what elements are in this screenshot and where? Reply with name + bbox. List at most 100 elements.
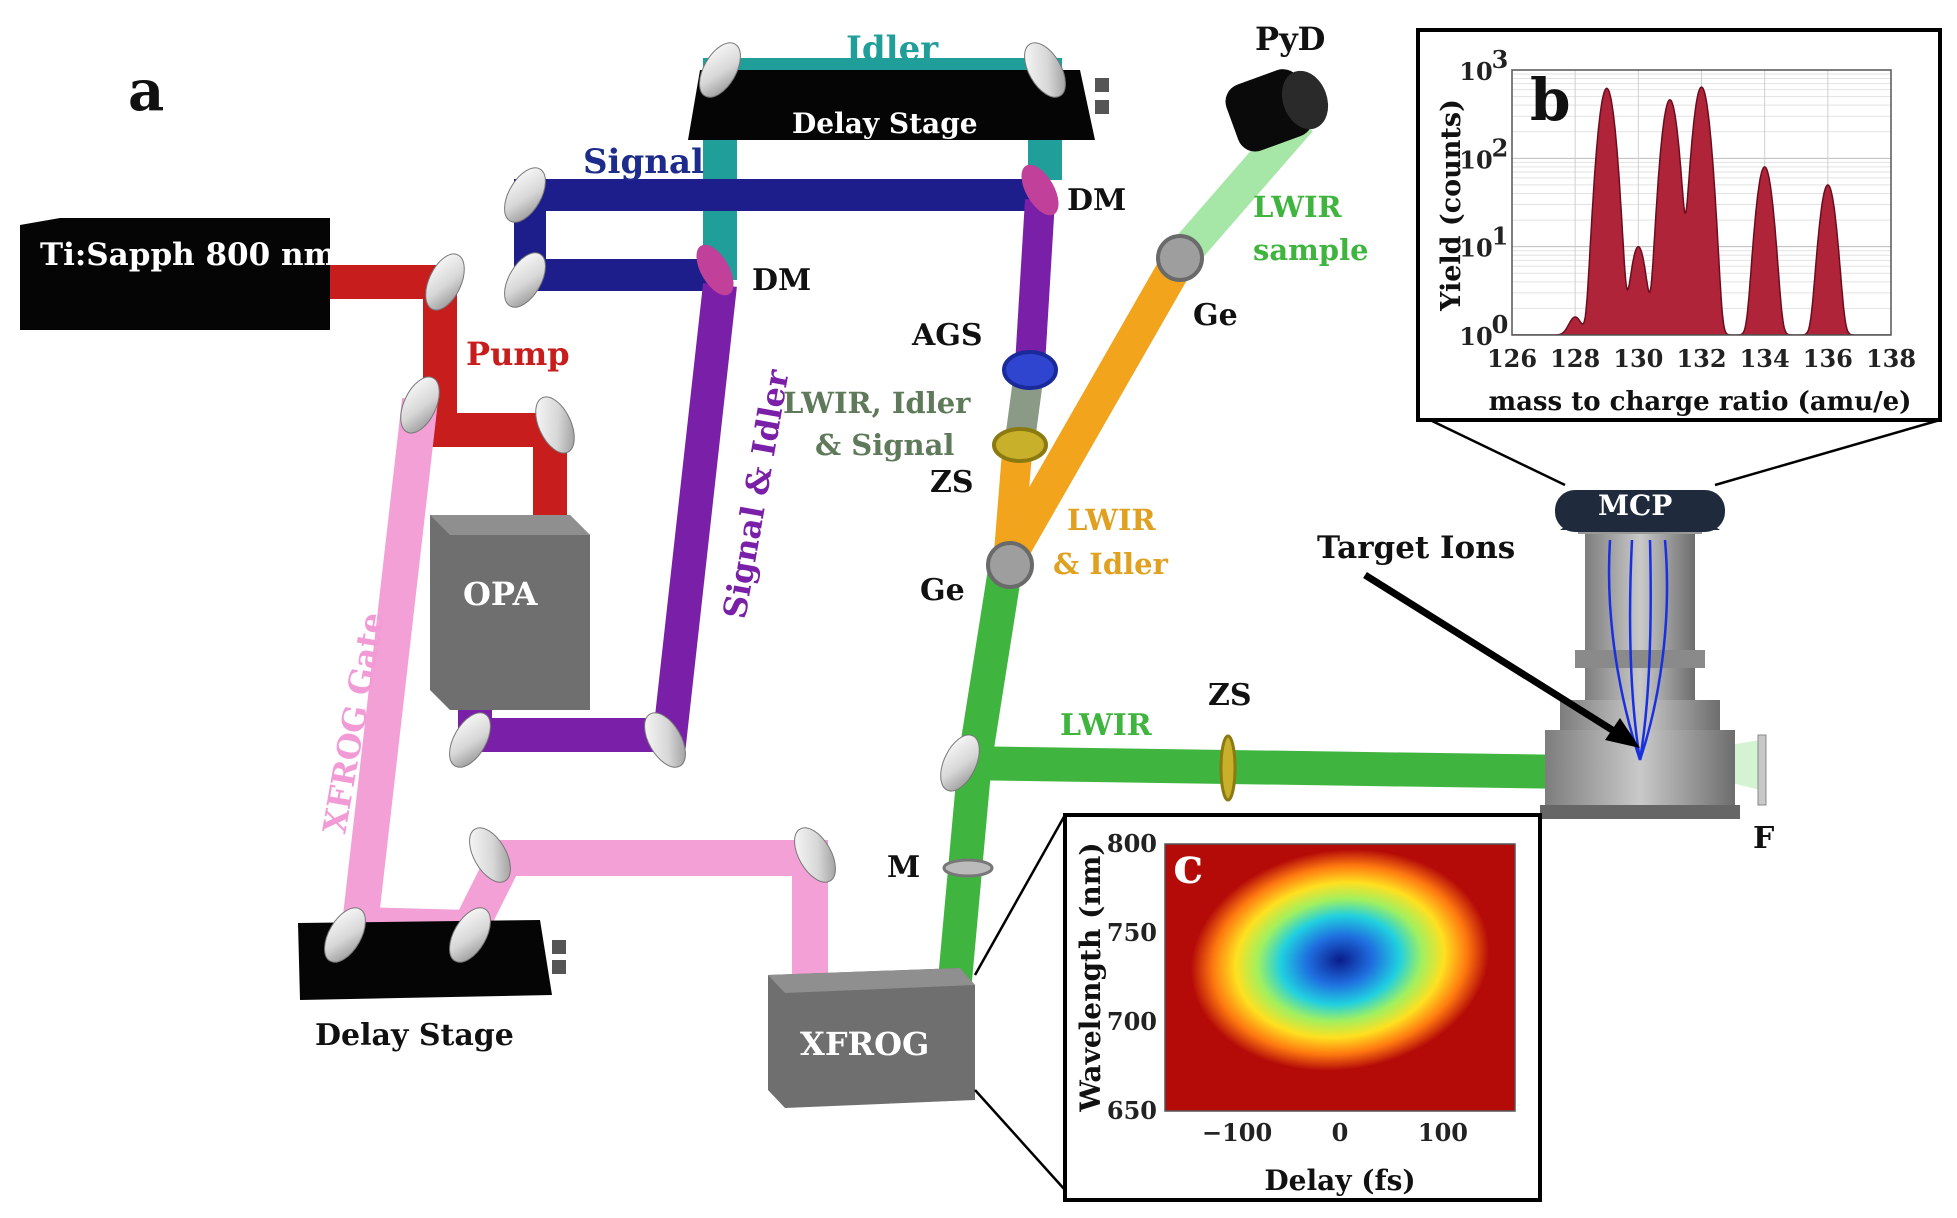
mass-spectrum-trace	[1512, 86, 1891, 335]
lwir-horizontal-beam	[959, 746, 1641, 790]
heat-xlabel: Delay (fs)	[1264, 1164, 1415, 1197]
m-label: M	[887, 850, 920, 885]
opa-box: OPA	[430, 515, 590, 710]
mirror	[469, 827, 511, 883]
signal-beam	[514, 179, 1045, 291]
zs-window	[992, 427, 1048, 463]
mirror	[535, 396, 575, 454]
mirror	[940, 734, 980, 792]
opa-label: OPA	[463, 575, 539, 613]
heat-xtick-label: −100	[1202, 1118, 1272, 1147]
heat-xtick-label: 100	[1418, 1118, 1468, 1147]
ge-upper-label: Ge	[1193, 298, 1238, 333]
heat-xtick-label: 0	[1332, 1118, 1349, 1147]
signal-idler-upper-beam	[1015, 199, 1055, 366]
lwir-sample-label-1: LWIR	[1253, 190, 1343, 224]
ms-xtick-label: 132	[1676, 344, 1726, 373]
ms-ytick-exponent: 3	[1492, 45, 1509, 74]
mcp-label: MCP	[1598, 489, 1672, 522]
ms-xtick-label: 136	[1803, 344, 1853, 373]
mirror	[794, 827, 836, 883]
lwir-sample-label-2: sample	[1253, 233, 1369, 267]
zs-window-right	[1219, 734, 1237, 802]
ms-xtick-label: 130	[1613, 344, 1663, 373]
signal-idler-beam	[458, 283, 737, 752]
ms-xlabel: mass to charge ratio (amu/e)	[1489, 387, 1912, 417]
pyd-label: PyD	[1255, 20, 1325, 58]
ms-ytick-label: 10	[1459, 322, 1492, 351]
m-mirror	[942, 858, 994, 878]
panel-b-label: b	[1530, 66, 1571, 134]
xfrog-box: XFROG	[768, 968, 975, 1108]
ms-ytick-exponent: 2	[1492, 133, 1509, 162]
pyd-detector	[1225, 69, 1329, 152]
ms-ytick-label: 10	[1459, 234, 1492, 263]
dichroic-mirror	[696, 244, 734, 296]
delay-stage-bottom-label: Delay Stage	[315, 1018, 514, 1053]
lwir-sample-orange-beam	[995, 249, 1195, 564]
ms-xtick-label: 134	[1740, 344, 1790, 373]
ms-ytick-exponent: 0	[1492, 310, 1509, 339]
f-filter	[1757, 734, 1767, 806]
lwir-idler-signal-label-1: LWIR, Idler	[783, 386, 971, 420]
mirror	[425, 253, 465, 311]
delay-stage-top-label: Delay Stage	[792, 107, 978, 140]
pump-beam	[330, 265, 567, 520]
ms-xtick-label: 126	[1487, 344, 1537, 373]
ms-ytick-exponent: 1	[1492, 222, 1509, 251]
mirror	[1024, 42, 1066, 98]
ms-xtick-label: 128	[1550, 344, 1600, 373]
mcp-chamber: MCP	[1540, 489, 1740, 819]
mirror	[504, 167, 546, 223]
ms-ylabel: Yield (counts)	[1436, 99, 1467, 312]
ge-lower-label: Ge	[920, 573, 965, 608]
panel-c: −100 0 100 800 750 700 650 c Delay (fs) Wavel…	[973, 813, 1542, 1202]
ti-sapph-laser: Ti:Sapph 800 nm	[20, 218, 336, 330]
heat-ytick-label: 750	[1107, 918, 1157, 947]
lwir-idler-label-1: LWIR	[1067, 503, 1157, 537]
mirror	[449, 907, 491, 963]
ge-window	[986, 541, 1034, 589]
f-label: F	[1753, 821, 1774, 856]
signal-label: Signal	[583, 142, 704, 182]
target-ions-arrow	[1363, 572, 1640, 748]
mirrors	[324, 42, 1767, 963]
heatmap-blob	[1190, 849, 1490, 1071]
heat-ytick-label: 650	[1107, 1096, 1157, 1125]
zs-mid-label: ZS	[930, 465, 974, 500]
heat-ytick-label: 700	[1107, 1007, 1157, 1036]
panel-c-label: c	[1173, 836, 1203, 895]
ms-ytick-label: 10	[1459, 145, 1492, 174]
mirror	[449, 712, 491, 768]
mirror	[504, 252, 546, 308]
ge-window-upper	[1156, 234, 1204, 282]
dm-top-label: DM	[1067, 183, 1126, 218]
panel-a-label: a	[128, 58, 164, 124]
ags-crystal	[1002, 350, 1058, 390]
mirror	[644, 712, 686, 768]
heat-ytick-label: 800	[1107, 829, 1157, 858]
ms-ytick-label: 10	[1459, 57, 1492, 86]
dm-mid-label: DM	[752, 263, 811, 298]
lwir-label: LWIR	[1060, 708, 1153, 743]
zs-right-label: ZS	[1208, 678, 1252, 713]
ms-xtick-label: 138	[1866, 344, 1916, 373]
dichroic-mirror	[1021, 164, 1059, 216]
ags-label: AGS	[911, 318, 983, 353]
heat-ylabel: Wavelength (nm)	[1074, 842, 1107, 1112]
ti-sapph-label: Ti:Sapph 800 nm	[40, 237, 336, 273]
mirror	[699, 42, 741, 98]
lwir-idler-signal-label-2: & Signal	[815, 428, 954, 462]
mirror	[324, 907, 366, 963]
pump-label: Pump	[466, 335, 570, 373]
target-ions-label: Target Ions	[1317, 530, 1515, 566]
xfrog-gate-beam	[339, 397, 828, 975]
xfrog-label: XFROG	[800, 1025, 929, 1063]
delay-stage-bottom	[298, 920, 566, 1000]
delay-stage-top: Delay Stage	[688, 70, 1109, 140]
mirror	[400, 376, 440, 434]
lwir-idler-label-2: & Idler	[1053, 547, 1169, 581]
idler-label: Idler	[846, 29, 939, 69]
